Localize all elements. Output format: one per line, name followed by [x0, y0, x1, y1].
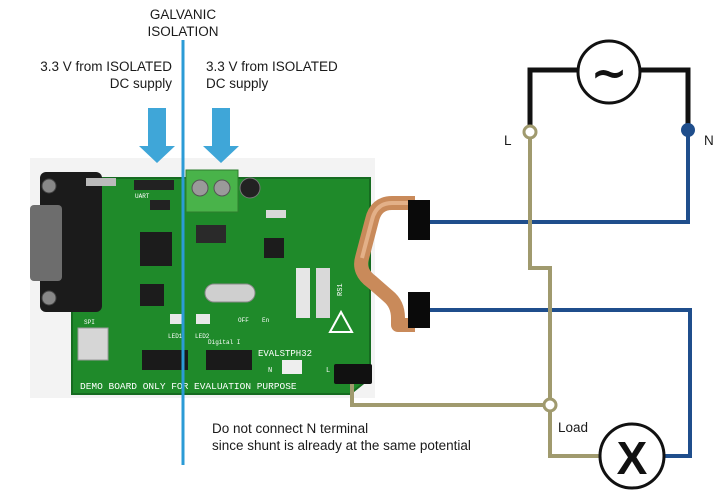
note-label: Do not connect N terminal since shunt is… — [212, 420, 471, 454]
arrow-left-icon — [139, 108, 175, 163]
ic-left — [140, 232, 172, 266]
board-label-led1: LED1 — [168, 333, 183, 340]
header-top — [134, 180, 174, 190]
terminal-screw-1 — [191, 179, 209, 197]
node-load — [542, 397, 558, 413]
board-label-rs1: RS1 — [337, 283, 345, 296]
left-supply-line1: 3.3 V from ISOLATED — [40, 59, 172, 74]
jumper-black — [334, 364, 372, 384]
board-label-off: OFF — [238, 317, 249, 324]
board-demo-text: DEMO BOARD ONLY FOR EVALUATION PURPOSE — [80, 381, 297, 392]
clamp-bottom — [408, 292, 430, 328]
left-supply-line2: DC supply — [109, 76, 172, 91]
galvanic-isolation-label: GALVANIC ISOLATION — [140, 6, 226, 40]
board-label-digital: Digital I — [208, 339, 240, 346]
crystal — [204, 283, 256, 303]
board-label-l: L — [326, 367, 330, 375]
galvanic-line1: GALVANIC — [149, 7, 217, 22]
ic-bottom — [140, 284, 164, 306]
db9-screw-bottom — [41, 290, 57, 306]
header-digital — [206, 350, 252, 370]
galvanic-line2: ISOLATION — [147, 24, 219, 39]
olive-wire-jumper — [350, 384, 550, 407]
copper-shunt — [354, 196, 415, 332]
load-lamp-icon — [598, 422, 666, 490]
board-label-n: N — [268, 367, 272, 375]
ac-source-icon — [576, 39, 642, 105]
db9-shell — [30, 205, 62, 281]
ac-wire-right — [640, 67, 691, 128]
smd-column-2 — [316, 268, 330, 318]
arrow-right-icon — [203, 108, 239, 163]
hv-warning-icon — [328, 309, 354, 333]
jumper — [282, 360, 302, 374]
dip-switch — [77, 327, 109, 361]
smd-1 — [266, 210, 286, 218]
terminal-screw-2 — [213, 179, 231, 197]
ic-right — [264, 238, 284, 258]
db9-screw-top — [41, 178, 57, 194]
clamp-top — [408, 200, 430, 240]
board-label-spi: SPI — [84, 319, 95, 326]
right-supply-line1: 3.3 V from ISOLATED — [206, 59, 338, 74]
node-l — [522, 124, 538, 140]
capacitor — [239, 177, 261, 199]
board-name: EVALSTPH32 — [258, 349, 312, 359]
left-supply-label: 3.3 V from ISOLATED DC supply — [10, 58, 172, 92]
note-line2: since shunt is already at the same poten… — [212, 438, 471, 453]
load-lamp-symbol: X — [617, 432, 648, 484]
connector-pins — [86, 178, 116, 186]
olive-wire-line — [528, 133, 552, 405]
board-label-en: En — [262, 317, 270, 324]
olive-wire-load — [548, 405, 600, 458]
note-line1: Do not connect N terminal — [212, 421, 369, 436]
smd-column-1 — [296, 268, 310, 318]
ac-source-symbol: ~ — [591, 48, 628, 99]
header-small — [150, 200, 170, 210]
led-2 — [196, 314, 210, 324]
right-supply-line2: DC supply — [206, 76, 269, 91]
led-1 — [170, 314, 184, 324]
blue-wire-neutral — [430, 130, 690, 224]
board-label-uart: UART — [135, 193, 150, 200]
right-supply-label: 3.3 V from ISOLATED DC supply — [206, 58, 338, 92]
evaluation-board: EVALSTPH32 DEMO BOARD ONLY FOR EVALUATIO… — [30, 158, 375, 398]
board-label-led2: LED2 — [195, 333, 210, 340]
load-label: Load — [558, 420, 589, 435]
node-n — [681, 123, 695, 137]
ac-wire-left — [527, 67, 578, 128]
ic-middle — [196, 225, 226, 243]
blue-wire-load — [430, 308, 692, 458]
terminal-n-label: N — [704, 133, 714, 148]
header-spi — [142, 350, 188, 370]
terminal-l-label: L — [504, 133, 512, 148]
